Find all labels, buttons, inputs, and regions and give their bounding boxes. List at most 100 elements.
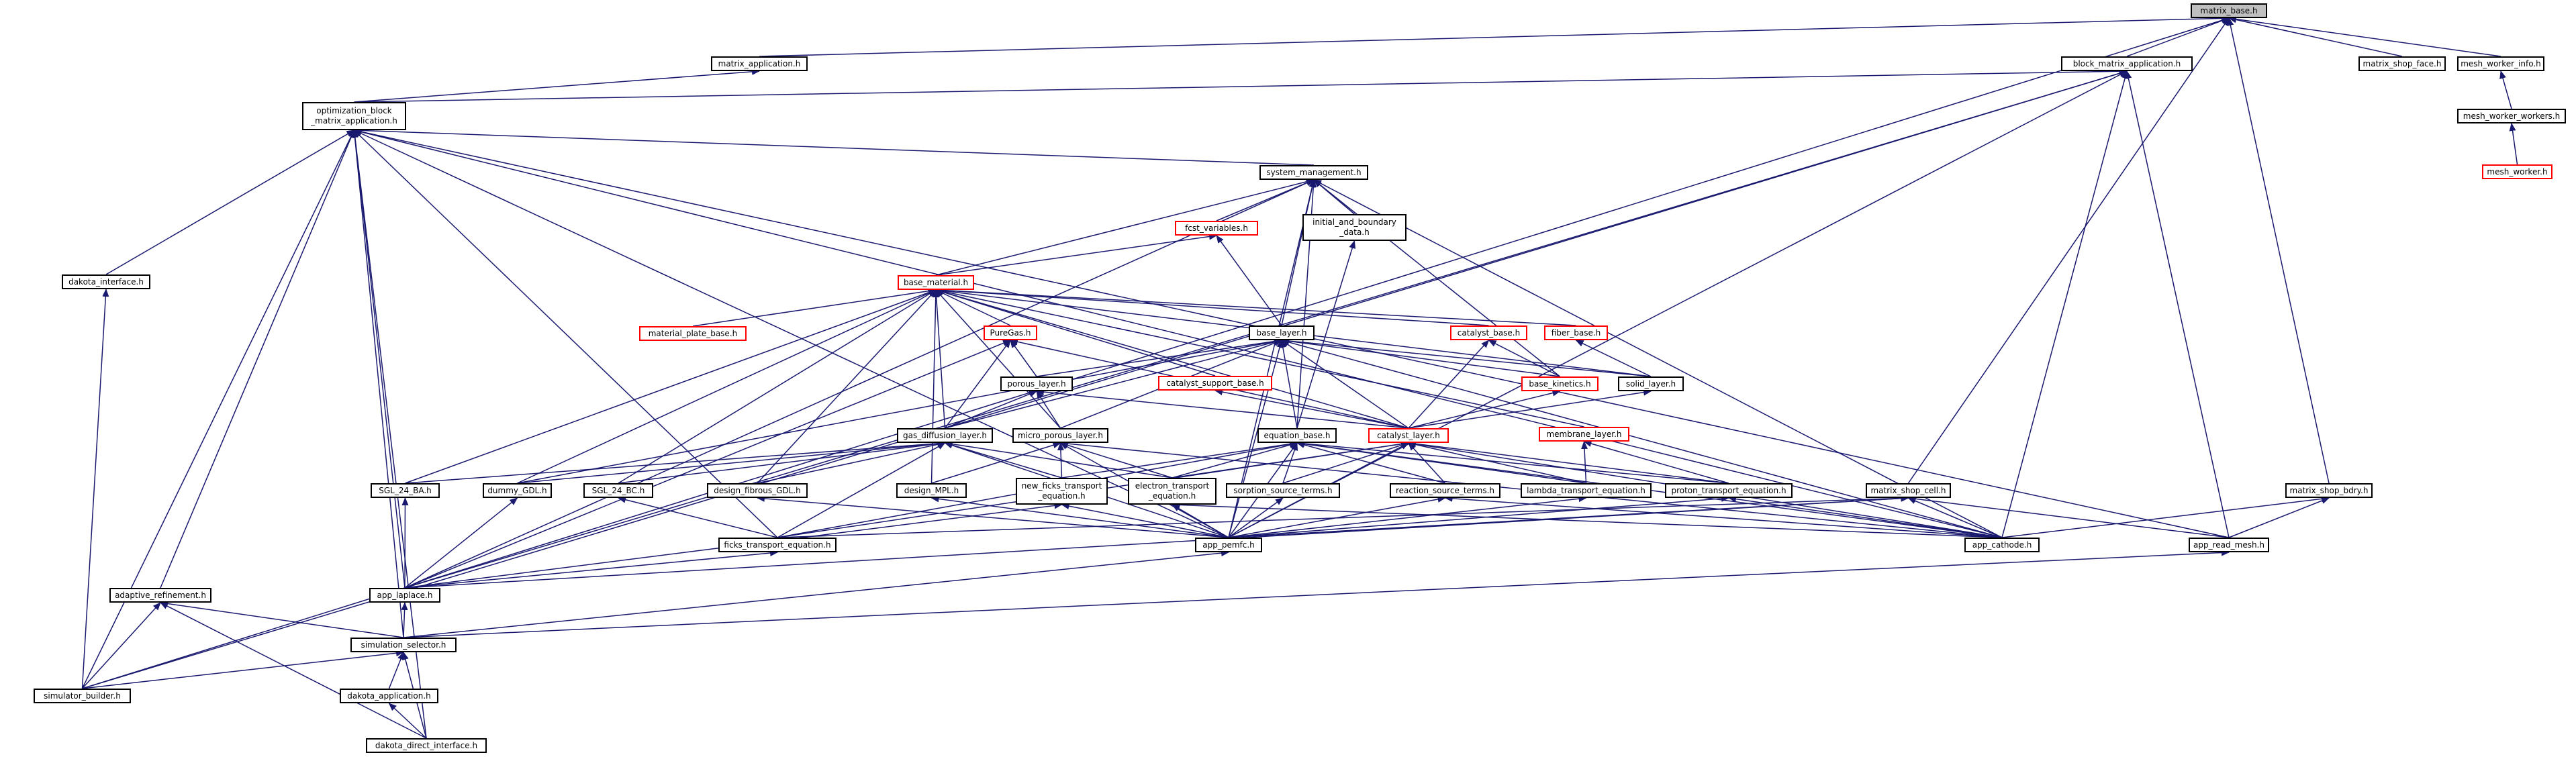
edge-app-pemfc-to-design-MPL [931,495,1229,538]
node-membrane-layer[interactable]: membrane_layer.h [1539,427,1629,442]
node-new-ficks-transport[interactable]: new_ficks_transport _equation.h [1016,478,1108,505]
edge-simulator-builder-to-simulation-selector [82,650,404,689]
node-matrix-base[interactable]: matrix_base.h [2191,3,2267,18]
edge-dakota-application-to-simulation-selector [388,652,404,689]
node-dakota-application[interactable]: dakota_application.h [340,689,438,703]
edge-app-pemfc-to-design-fibrous-GDL [757,495,1229,538]
node-matrix-shop-bdry[interactable]: matrix_shop_bdry.h [2285,483,2373,498]
node-design-MPL[interactable]: design_MPL.h [896,483,967,498]
edge-app-laplace-to-optimization-block [351,130,406,589]
node-catalyst-support-base[interactable]: catalyst_support_base.h [1158,376,1272,391]
edge-design-fibrous-GDL-to-base-material [757,289,937,484]
edge-reaction-source-terms-to-catalyst-layer [1408,442,1446,484]
edge-app-pemfc-to-optimization-block [353,130,1229,538]
node-matrix-application[interactable]: matrix_application.h [711,56,808,71]
edge-base-material-to-fcst-variables [935,233,1217,276]
edge-app-laplace-to-ficks-transport [404,550,778,589]
node-matrix-shop-face[interactable]: matrix_shop_face.h [2358,56,2446,71]
edge-app-laplace-to-system-management [404,179,1315,589]
edge-block-matrix-application-to-matrix-base [2126,17,2230,57]
edge-porous-layer-to-PureGas [1010,340,1037,377]
edge-simulation-selector-to-optimization-block [351,130,404,638]
edge-lambda-transport-to-membrane-layer [1581,441,1588,484]
edge-matrix-shop-cell-to-matrix-base [1907,17,2230,484]
edge-electron-transport-to-equation-base [1172,442,1298,478]
node-sorption-source-terms[interactable]: sorption_source_terms.h [1226,483,1340,498]
node-simulation-selector[interactable]: simulation_selector.h [350,638,457,652]
edge-lambda-transport-to-catalyst-layer [1408,441,1586,484]
node-dakota-interface[interactable]: dakota_interface.h [62,274,150,289]
node-gas-diffusion-layer[interactable]: gas_diffusion_layer.h [897,428,993,443]
node-fcst-variables[interactable]: fcst_variables.h [1175,221,1258,236]
node-matrix-shop-cell[interactable]: matrix_shop_cell.h [1866,483,1951,498]
edge-ficks-transport-to-optimization-block [353,130,778,538]
edge-gas-diffusion-layer-to-porous-layer [945,391,1037,429]
node-initial-and-boundary[interactable]: initial_and_boundary _data.h [1302,214,1406,241]
node-fiber-base[interactable]: fiber_base.h [1544,325,1608,340]
node-app-cathode[interactable]: app_cathode.h [1964,538,2040,552]
node-dakota-direct-interface[interactable]: dakota_direct_interface.h [366,738,487,753]
edge-fiber-base-to-base-material [935,287,1576,326]
node-optimization-block[interactable]: optimization_block _matrix_application.h [302,102,406,130]
node-lambda-transport[interactable]: lambda_transport_equation.h [1521,483,1652,498]
edge-dummy-GDL-to-gas-diffusion-layer [517,440,946,484]
edge-micro-porous-layer-to-base-material [935,289,1061,429]
node-proton-transport[interactable]: proton_transport_equation.h [1665,483,1793,498]
node-catalyst-base[interactable]: catalyst_base.h [1450,325,1527,340]
node-electron-transport[interactable]: electron_transport _equation.h [1128,478,1217,505]
edge-dakota-interface-to-optimization-block [105,130,355,275]
edge-catalyst-layer-to-catalyst-base [1408,340,1490,429]
node-base-material[interactable]: base_material.h [898,275,974,290]
edge-gas-diffusion-layer-to-base-layer [945,338,1282,429]
node-dummy-GDL[interactable]: dummy_GDL.h [483,483,552,498]
node-ficks-transport[interactable]: ficks_transport_equation.h [718,538,837,552]
node-adaptive-refinement[interactable]: adaptive_refinement.h [109,588,211,603]
node-app-read-mesh[interactable]: app_read_mesh.h [2189,538,2269,552]
edge-app-cathode-to-proton-transport [1728,495,2003,538]
edge-app-laplace-to-matrix-shop-cell [404,495,1909,589]
node-material-plate-base[interactable]: material_plate_base.h [639,326,747,341]
edge-app-cathode-to-matrix-shop-cell [1907,497,2003,538]
node-design-fibrous-GDL[interactable]: design_fibrous_GDL.h [707,483,808,498]
node-simulator-builder[interactable]: simulator_builder.h [34,689,131,703]
node-SGL-24-BA[interactable]: SGL_24_BA.h [371,483,440,498]
edge-material-plate-base-to-base-material [692,287,937,327]
node-solid-layer[interactable]: solid_layer.h [1618,376,1684,391]
node-mesh-worker-info[interactable]: mesh_worker_info.h [2457,56,2544,71]
node-mesh-worker-workers[interactable]: mesh_worker_workers.h [2457,109,2566,123]
edge-electron-transport-to-gas-diffusion-layer [944,440,1173,478]
edge-app-pemfc-to-proton-transport [1228,495,1729,538]
edge-app-laplace-to-PureGas [404,340,1011,589]
edge-app-read-mesh-to-block-matrix-application [2125,70,2230,538]
edge-sorption-source-terms-to-equation-base [1282,442,1298,484]
edge-simulator-builder-to-dakota-interface [81,289,109,689]
node-base-kinetics[interactable]: base_kinetics.h [1521,376,1599,391]
edge-base-kinetics-to-catalyst-base [1488,340,1560,377]
edge-adaptive-refinement-to-optimization-block [160,130,355,589]
edge-simulator-builder-to-optimization-block [81,130,355,689]
node-mesh-worker[interactable]: mesh_worker.h [2482,164,2553,179]
node-reaction-source-terms[interactable]: reaction_source_terms.h [1390,483,1500,498]
edge-app-cathode-to-system-management [1313,179,2003,538]
node-app-pemfc[interactable]: app_pemfc.h [1195,538,1262,552]
edge-proton-transport-to-equation-base [1296,440,1729,484]
edge-electron-transport-to-micro-porous-layer [1059,442,1173,478]
node-base-layer[interactable]: base_layer.h [1249,325,1315,340]
node-equation-base[interactable]: equation_base.h [1257,428,1337,443]
edge-app-pemfc-to-block-matrix-application [1228,70,2128,538]
edge-matrix-shop-bdry-to-matrix-base [2227,17,2330,484]
edge-catalyst-layer-to-base-layer [1281,340,1409,429]
node-SGL-24-BC[interactable]: SGL_24_BC.h [583,483,653,498]
edge-SGL-24-BC-to-gas-diffusion-layer [618,440,946,484]
edge-simulation-selector-to-app-pemfc [403,550,1229,638]
node-app-laplace[interactable]: app_laplace.h [369,588,440,603]
node-catalyst-layer[interactable]: catalyst_layer.h [1368,428,1449,443]
node-porous-layer[interactable]: porous_layer.h [1000,376,1073,391]
edge-SGL-24-BA-to-base-material [405,289,937,484]
node-block-matrix-application[interactable]: block_matrix_application.h [2061,56,2193,71]
node-PureGas[interactable]: PureGas.h [984,325,1037,340]
edge-app-cathode-to-electron-transport [1172,501,2003,538]
node-system-management[interactable]: system_management.h [1259,165,1368,180]
node-micro-porous-layer[interactable]: micro_porous_layer.h [1012,428,1108,443]
